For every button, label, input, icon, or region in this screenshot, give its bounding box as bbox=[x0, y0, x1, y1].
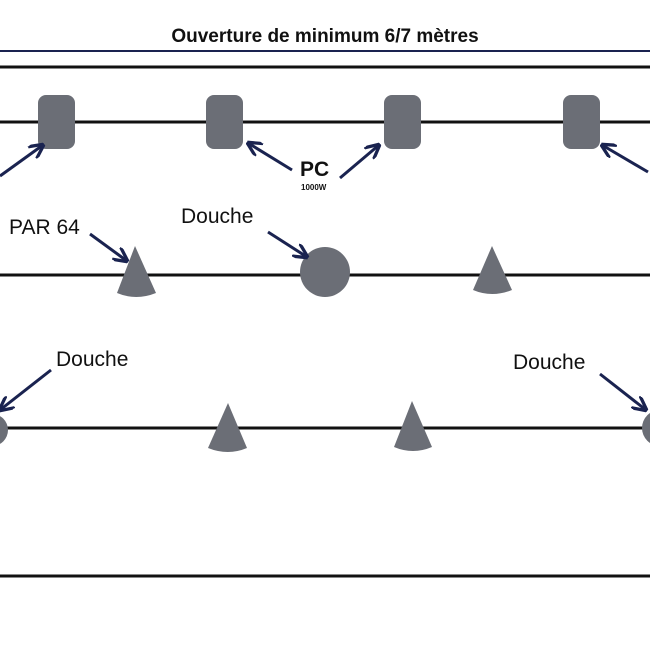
arrow-to-douche-top bbox=[267, 230, 307, 257]
douche-circle-icon bbox=[642, 413, 650, 443]
douche-label-right: Douche bbox=[513, 351, 586, 374]
douche-circle-icon bbox=[300, 247, 350, 297]
arrow-to-douche-left bbox=[0, 368, 52, 410]
pc-projector-icon bbox=[563, 95, 600, 149]
arrow-to-pc-2 bbox=[248, 143, 293, 172]
pc-power-label: 1000W bbox=[301, 183, 327, 192]
douche-label-top: Douche bbox=[181, 205, 254, 228]
pc-projector-icon bbox=[384, 95, 421, 149]
arrow-to-pc-4 bbox=[602, 145, 649, 174]
par64-cone-icon bbox=[394, 401, 432, 451]
pc-projector-icon bbox=[38, 95, 75, 149]
arrow-to-par64 bbox=[89, 232, 127, 261]
arrow-to-pc-1 bbox=[0, 145, 43, 178]
par64-cone-icon bbox=[117, 246, 156, 297]
pc-projector-icon bbox=[206, 95, 243, 149]
arrow-to-douche-right bbox=[599, 372, 646, 410]
par64-cone-icon bbox=[473, 246, 512, 294]
arrow-to-pc-3 bbox=[339, 145, 379, 180]
diagram-title: Ouverture de minimum 6/7 mètres bbox=[171, 26, 479, 47]
douche-circle-icon bbox=[0, 416, 8, 444]
par64-cone-icon bbox=[208, 403, 247, 452]
douche-label-left: Douche bbox=[56, 348, 129, 371]
pc-label: PC bbox=[300, 158, 330, 181]
par64-label: PAR 64 bbox=[9, 216, 80, 239]
